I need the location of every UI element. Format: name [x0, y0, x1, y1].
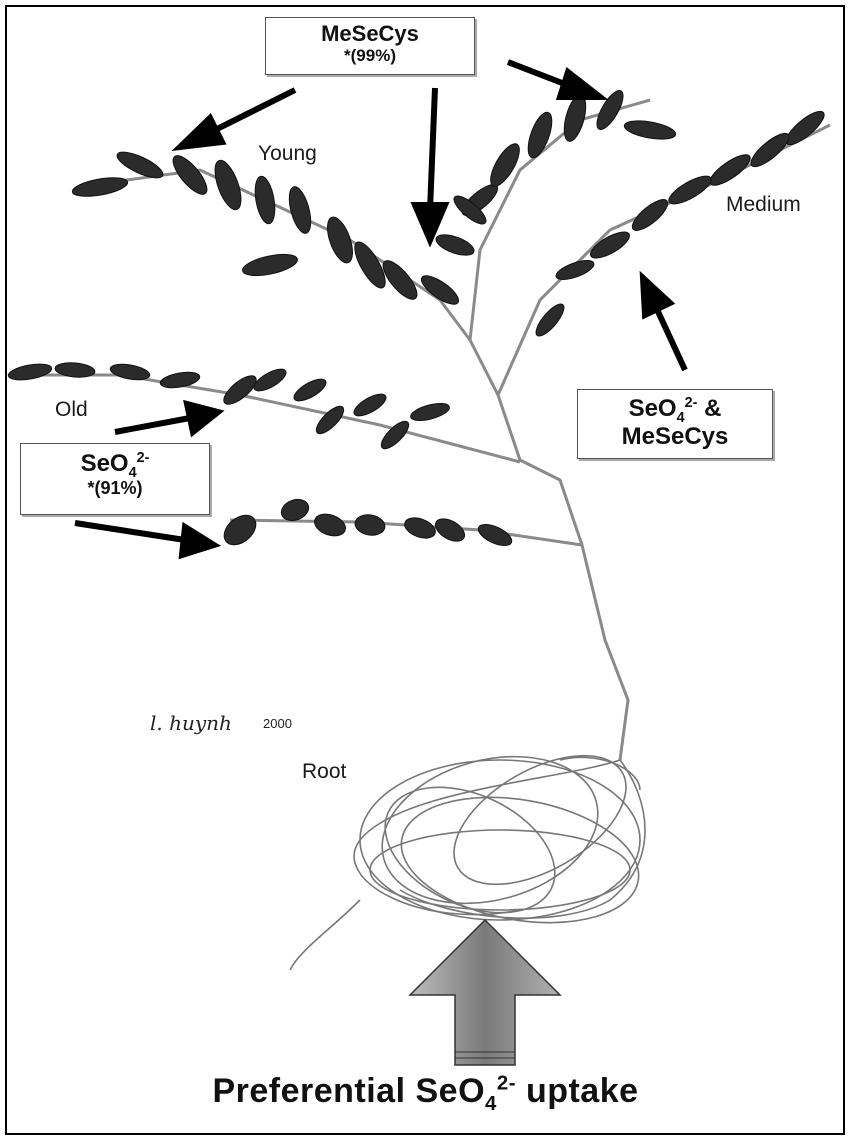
annotation-box-mesecys: MeSeCys *(99%)	[265, 17, 475, 75]
box-left-line2: *(91%)	[21, 478, 209, 499]
label-medium: Medium	[726, 193, 801, 217]
box-top-line1: MeSeCys	[266, 21, 474, 46]
box-left-formula: SeO	[81, 450, 129, 477]
box-right-line2: MeSeCys	[578, 423, 772, 451]
caption-sub: 4	[485, 1093, 497, 1115]
label-young: Young	[258, 142, 317, 166]
caption: Preferential SeO42- uptake	[0, 1072, 851, 1111]
annotation-box-seo4-mesecys: SeO42- & MeSeCys	[577, 389, 773, 459]
box-left-line1: SeO42-	[21, 450, 209, 478]
box-right-formula: SeO	[629, 395, 677, 422]
caption-suffix: uptake	[516, 1072, 639, 1110]
label-root: Root	[302, 760, 346, 784]
box-right-sup: 2-	[685, 395, 698, 411]
box-right-line1: SeO42- &	[578, 395, 772, 423]
artist-signature: l. huynh	[150, 711, 232, 735]
box-top-line2: *(99%)	[266, 46, 474, 66]
box-right-amp: &	[697, 395, 721, 422]
caption-prefix: Preferential SeO	[212, 1072, 485, 1110]
caption-sup: 2-	[497, 1073, 516, 1095]
box-left-sup: 2-	[137, 450, 150, 466]
annotation-box-seo4: SeO42- *(91%)	[20, 443, 210, 515]
artist-signature-year: 2000	[263, 716, 292, 731]
uptake-arrow	[410, 920, 560, 1065]
label-old: Old	[55, 398, 88, 422]
